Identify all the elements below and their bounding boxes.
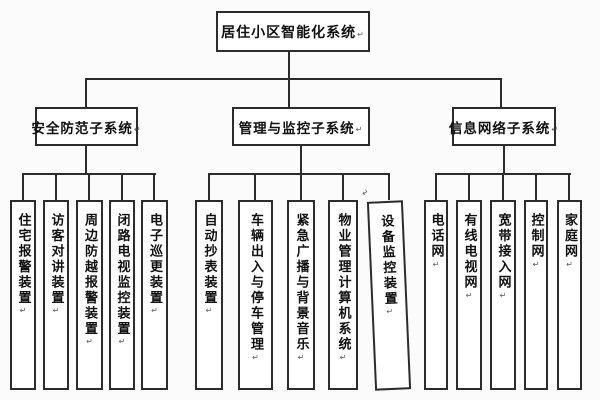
connector-level1-bar (85, 78, 502, 80)
leaf-telephone-network: 电话网↵ (424, 200, 448, 390)
leaf-electronic-patrol: 电子巡更装置↵ (141, 200, 168, 390)
leaf-broadband-network: 宽带接入网↵ (490, 200, 516, 390)
leaf-label: 电话网↵ (428, 213, 444, 272)
connector-drop-security (85, 78, 87, 107)
connector-leaf-drop (88, 173, 90, 200)
return-mark: ↵ (18, 306, 28, 318)
return-mark: ↵ (85, 337, 94, 349)
branch-label: 信息网络子系统 (448, 120, 551, 137)
connector-leaf-drop (153, 173, 155, 200)
return-mark: ↵ (117, 337, 127, 349)
leaf-equipment-monitor: 设备监控装置↵ (366, 200, 412, 391)
return-mark: ↵ (355, 125, 364, 134)
leaf-label: 电子巡更装置↵ (147, 213, 162, 318)
leaf-label: 访客对讲装置↵ (48, 213, 64, 318)
leaf-property-computer: 物业管理计算机系统↵ (328, 200, 358, 390)
connector-leaf-drop (208, 173, 210, 200)
leaf-perimeter-alarm: 周边防越报警装置↵ (76, 200, 103, 390)
connector-leaf-drop (502, 173, 504, 200)
connector-management-bar (208, 173, 390, 175)
connector-leaf-drop (468, 173, 470, 200)
leaf-label: 设备监控装置↵ (377, 213, 397, 319)
leaf-home-alarm: 住宅报警装置↵ (10, 200, 36, 390)
leaf-emergency-broadcast: 紧急广播与背景音乐↵ (287, 200, 315, 390)
leaf-vehicle-parking: 车辆出入与停车管理↵ (238, 200, 273, 390)
leaf-label: 物业管理计算机系统↵ (335, 213, 351, 365)
leaf-label: 车辆出入与停车管理↵ (248, 213, 263, 365)
return-mark: ↵ (133, 125, 142, 134)
return-mark: ↵ (51, 306, 61, 318)
return-mark: ↵ (204, 306, 214, 318)
connector-root-stem (288, 52, 290, 79)
leaf-cable-tv-network: 有线电视网↵ (456, 200, 482, 390)
connector-security-stem (85, 146, 87, 174)
return-mark: ↵ (551, 125, 560, 134)
connector-leaf-drop (568, 173, 570, 200)
return-mark: ↵ (431, 259, 441, 272)
branch-label: 安全防范子系统 (31, 120, 133, 137)
return-mark: ↵ (531, 259, 541, 272)
return-mark: ↵ (385, 306, 395, 319)
root-node: 居住小区智能化系统↵ (216, 11, 370, 52)
leaf-label: 住宅报警装置↵ (15, 213, 31, 318)
leaf-auto-meter-reading: 自动抄表装置↵ (195, 200, 223, 390)
leaf-visitor-intercom: 访客对讲装置↵ (43, 200, 69, 390)
connector-leaf-drop (342, 173, 344, 200)
stray-return-mark: ↵ (360, 186, 371, 199)
return-mark: ↵ (251, 352, 260, 365)
leaf-label: 周边防越报警装置↵ (82, 213, 97, 349)
connector-leaf-drop (300, 173, 302, 200)
connector-leaf-drop (55, 173, 57, 200)
leaf-label: 家庭网↵ (562, 213, 577, 272)
leaf-control-network: 控制网↵ (524, 200, 548, 390)
return-mark: ↵ (498, 290, 508, 303)
branch-node-security: 安全防范子系统↵ (31, 107, 141, 146)
connector-management-stem (300, 146, 302, 174)
leaf-cctv-monitor: 闭路电视监控装置↵ (109, 200, 135, 390)
leaf-label: 闭路电视监控装置↵ (114, 213, 130, 349)
leaf-home-network: 家庭网↵ (557, 200, 582, 390)
branch-node-management: 管理与监控子系统↵ (232, 107, 370, 146)
return-mark: ↵ (338, 352, 348, 365)
connector-leaf-drop (121, 173, 123, 200)
return-mark: ↵ (296, 352, 306, 365)
leaf-label: 有线电视网↵ (461, 213, 477, 303)
leaf-label: 控制网↵ (528, 213, 544, 272)
connector-network-stem (503, 146, 505, 174)
branch-node-network: 信息网络子系统↵ (448, 107, 560, 146)
branch-label: 管理与监控子系统 (238, 120, 355, 137)
connector-leaf-drop (254, 173, 256, 200)
leaf-label: 紧急广播与背景音乐↵ (293, 213, 309, 365)
return-mark: ↵ (150, 306, 159, 318)
connector-leaf-drop (535, 173, 537, 200)
connector-leaf-drop (22, 173, 24, 200)
leaf-label: 宽带接入网↵ (495, 213, 511, 303)
connector-drop-network (500, 78, 502, 107)
connector-leaf-drop (435, 173, 437, 200)
root-node-label: 居住小区智能化系统 (221, 24, 357, 41)
connector-drop-management (288, 78, 290, 107)
return-mark: ↵ (464, 290, 474, 303)
connector-leaf-drop (388, 173, 390, 200)
leaf-label: 自动抄表装置↵ (201, 213, 217, 318)
return-mark: ↵ (565, 259, 574, 272)
return-mark: ↵ (357, 30, 365, 39)
